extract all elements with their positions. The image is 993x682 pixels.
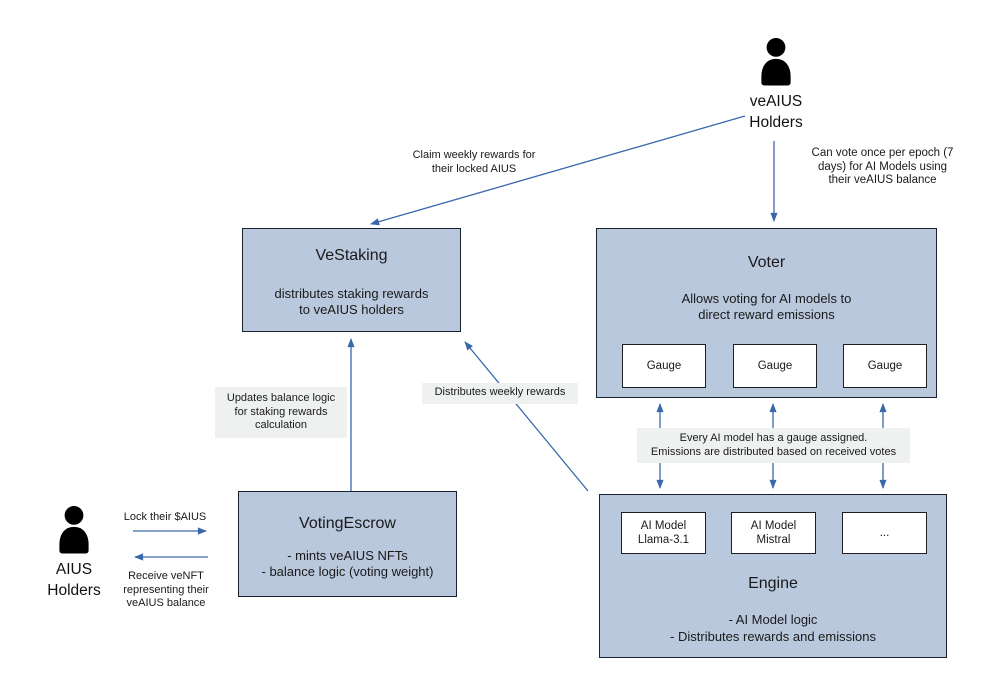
label-distributes-weekly-rewards: Distributes weekly rewards bbox=[422, 383, 578, 404]
person-icon bbox=[59, 506, 89, 554]
ai-model-box: ... bbox=[842, 512, 927, 554]
engine-title: Engine bbox=[748, 575, 798, 592]
voter-title: Voter bbox=[747, 254, 786, 271]
votingescrow-box: VotingEscrow - mints veAIUS NFTs - balan… bbox=[238, 491, 457, 597]
voter-box: Voter Allows voting for AI models to dir… bbox=[596, 228, 937, 398]
person-icon bbox=[761, 38, 791, 86]
label-lock-aius: Lock their $AIUS bbox=[123, 511, 207, 523]
arrow-engine-to-vestaking bbox=[464, 341, 589, 492]
engine-body: - AI Model logic - Distributes rewards a… bbox=[670, 612, 876, 644]
label-claim-weekly-rewards: Claim weekly rewards for their locked AI… bbox=[412, 149, 536, 175]
label-gauge-assignment: Every AI model has a gauge assigned. Emi… bbox=[637, 428, 910, 463]
votingescrow-title: VotingEscrow bbox=[299, 515, 396, 532]
label-receive-venft: Receive veNFT representing their veAIUS … bbox=[123, 570, 209, 609]
label-vote-per-epoch: Can vote once per epoch (7 days) for AI … bbox=[811, 147, 954, 186]
engine-box: AI Model Llama-3.1 AI Model Mistral ... … bbox=[599, 494, 947, 658]
ai-model-box: AI Model Mistral bbox=[731, 512, 816, 554]
veaius-holders-label: veAIUS Holders bbox=[749, 93, 803, 131]
actor-veaius-holders: veAIUS Holders bbox=[733, 38, 819, 133]
ai-model-box: AI Model Llama-3.1 bbox=[621, 512, 706, 554]
actor-aius-holders: AIUS Holders bbox=[31, 506, 117, 601]
vestaking-body: distributes staking rewards to veAIUS ho… bbox=[274, 286, 429, 317]
gauge-box: Gauge bbox=[622, 344, 706, 388]
voter-body: Allows voting for AI models to direct re… bbox=[681, 291, 852, 322]
vestaking-title: VeStaking bbox=[315, 247, 388, 264]
vestaking-box: VeStaking distributes staking rewards to… bbox=[242, 228, 461, 332]
label-updates-balance-logic: Updates balance logic for staking reward… bbox=[215, 387, 347, 438]
votingescrow-body: - mints veAIUS NFTs - balance logic (vot… bbox=[261, 548, 434, 579]
gauge-box: Gauge bbox=[843, 344, 927, 388]
aius-holders-label: AIUS Holders bbox=[47, 561, 101, 599]
gauge-box: Gauge bbox=[733, 344, 817, 388]
